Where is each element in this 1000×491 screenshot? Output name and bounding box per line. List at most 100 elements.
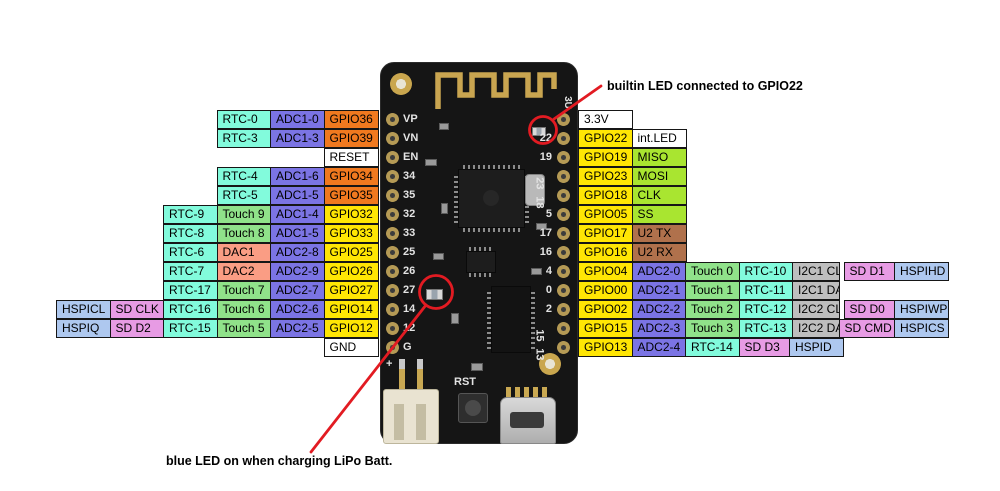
silkscreen-3v-label: 3U [561, 96, 573, 109]
silkscreen-label-33: 33 [403, 227, 416, 239]
silkscreen-label-26: 26 [403, 265, 416, 277]
pin-cell-rtc-15: RTC-15 [163, 319, 218, 338]
pin-cell-gpio16: GPIO16 [578, 243, 633, 262]
pin-cell-gpio13: GPIO13 [578, 338, 633, 357]
pin-cell-u2-rx: U2 RX [631, 243, 687, 262]
pin-cell-rtc-4: RTC-4 [216, 167, 272, 186]
pin-cell-adc1-3: ADC1-3 [270, 129, 325, 148]
pin-hole [557, 341, 570, 354]
pin-cell-gpio32: GPIO32 [323, 205, 379, 224]
pin-cell-sd-cmd: SD CMD [838, 319, 896, 338]
pin-hole [557, 170, 570, 183]
pin-hole [557, 227, 570, 240]
pin-cell-gpio22: GPIO22 [578, 129, 633, 148]
pin-cell-i2c2-cl: I2C2 CL [792, 300, 840, 319]
pin-cell-rtc-17: RTC-17 [163, 281, 218, 300]
pin-cell-adc1-6: ADC1-6 [270, 167, 325, 186]
pin-cell-ss: SS [631, 205, 687, 224]
pin-cell-sd-d3: SD D3 [738, 338, 791, 357]
pin-cell-hspics: HSPICS [894, 319, 949, 338]
pin-cell-adc1-5: ADC1-5 [270, 186, 325, 205]
pin-hole [557, 151, 570, 164]
pin-cell-touch-7: Touch 7 [216, 281, 272, 300]
pin-cell-rtc-6: RTC-6 [163, 243, 218, 262]
pin-cell-gpio15: GPIO15 [578, 319, 633, 338]
pin-cell-rtc-11: RTC-11 [738, 281, 794, 300]
silkscreen-label-vp: VP [403, 113, 418, 125]
wifi-antenna [435, 72, 557, 109]
pin-hole [386, 113, 399, 126]
silkscreen-label-5: 5 [545, 208, 552, 220]
silkscreen-label-34: 34 [403, 170, 416, 182]
pin-hole [386, 284, 399, 297]
silkscreen-label-vn: VN [403, 132, 419, 144]
pin-cell-mosi: MOSI [631, 167, 687, 186]
usb-pins [506, 387, 550, 397]
pin-hole [557, 284, 570, 297]
crystal-oscillator [525, 174, 545, 206]
builtin-led-annotation: builtin LED connected to GPIO22 [607, 79, 803, 93]
pin-cell-reset: RESET [323, 148, 379, 167]
pin-cell-gnd: GND [323, 338, 379, 357]
pin-hole [386, 246, 399, 259]
pin-hole [557, 189, 570, 202]
pin-cell-dac1: DAC1 [216, 243, 272, 262]
pin-cell-rtc-5: RTC-5 [216, 186, 272, 205]
pin-cell-gpio02: GPIO02 [578, 300, 633, 319]
jst-battery-connector [383, 389, 439, 444]
silkscreen-label-32: 32 [403, 208, 416, 220]
pin-cell-touch-1: Touch 1 [685, 281, 740, 300]
pin-hole [386, 151, 399, 164]
pin-cell-rtc-13: RTC-13 [738, 319, 794, 338]
pin-cell-3-3v: 3.3V [578, 110, 633, 129]
pin-cell-gpio14: GPIO14 [323, 300, 379, 319]
pin-cell-touch-2: Touch 2 [685, 300, 740, 319]
pin-cell-gpio34: GPIO34 [323, 167, 379, 186]
pin-cell-gpio18: GPIO18 [578, 186, 633, 205]
pin-cell-touch-0: Touch 0 [685, 262, 740, 281]
battery-plus-label: + [386, 358, 393, 370]
pin-cell-hspiwp: HSPIWP [894, 300, 949, 319]
pin-cell-gpio27: GPIO27 [323, 281, 379, 300]
pin-cell-miso: MISO [631, 148, 687, 167]
pin-cell-gpio12: GPIO12 [323, 319, 379, 338]
pin-hole [386, 322, 399, 335]
pin-cell-touch-5: Touch 5 [216, 319, 272, 338]
esp32-chip [454, 165, 529, 232]
mounting-hole [390, 73, 412, 95]
pin-cell-gpio39: GPIO39 [323, 129, 379, 148]
pin-cell-touch-3: Touch 3 [685, 319, 740, 338]
pin-cell-rtc-7: RTC-7 [163, 262, 218, 281]
pin-cell-adc2-3: ADC2-3 [631, 319, 687, 338]
pin-cell-rtc-10: RTC-10 [738, 262, 794, 281]
pin-cell-adc2-2: ADC2-2 [631, 300, 687, 319]
pin-hole [557, 303, 570, 316]
pin-cell-adc2-6: ADC2-6 [270, 300, 325, 319]
silkscreen-label-14: 14 [403, 303, 416, 315]
pin-cell-i2c1-cl: I2C1 CL [792, 262, 840, 281]
silkscreen-label-2: 2 [545, 303, 552, 315]
pin-cell-gpio23: GPIO23 [578, 167, 633, 186]
pin-cell-sd-clk: SD CLK [109, 300, 165, 319]
pin-row: GND [47, 338, 379, 357]
pin-cell-adc2-1: ADC2-1 [631, 281, 687, 300]
pin-cell-rtc-16: RTC-16 [163, 300, 218, 319]
ic-chip [466, 247, 496, 277]
pin-cell-touch-6: Touch 6 [216, 300, 272, 319]
pin-hole [386, 189, 399, 202]
micro-usb-port [500, 397, 556, 444]
silkscreen-label-25: 25 [403, 246, 416, 258]
pin-cell-sd-d2: SD D2 [109, 319, 165, 338]
